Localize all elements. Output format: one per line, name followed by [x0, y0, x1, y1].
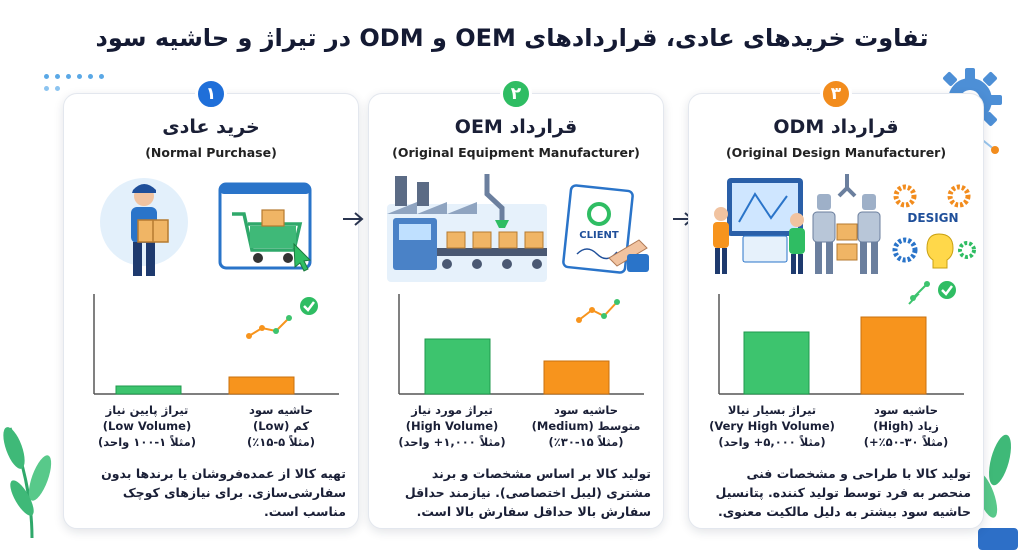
- panel-subtitle: (Original Equipment Manufacturer): [392, 145, 640, 160]
- volume-label: تیراژ پایین نیاز (Low Volume) (مثلاً ۱-۱…: [98, 403, 196, 449]
- trend-line-icon: [908, 294, 920, 305]
- design-screen-icon: DESIGN: [713, 174, 976, 274]
- check-icon: [300, 297, 318, 315]
- volume-margin-chart: [93, 294, 339, 395]
- trend-line-icon: [578, 301, 618, 321]
- worker-with-box-icon: [100, 178, 312, 276]
- trend-line-icon: [248, 317, 290, 337]
- panel-description: تولید کالا با طراحی و مشخصات فنی منحصر ب…: [715, 466, 971, 519]
- bar-volume: [115, 385, 182, 395]
- panel-normal-purchase: ۱ خرید عادی (Normal Purchase) تیراژ: [63, 78, 359, 529]
- panel-title: قرارداد ODM: [773, 116, 899, 138]
- arrow-right-icon: [343, 212, 364, 226]
- step-badge-2: ۲: [500, 78, 532, 110]
- panel-title: خرید عادی: [162, 116, 260, 138]
- growth-check-icon: [910, 281, 956, 301]
- plant-left-icon: [3, 427, 52, 538]
- volume-label: تیراژ بسیار نیالا (Very High Volume) (مث…: [709, 403, 835, 449]
- svg-text:CLIENT: CLIENT: [579, 230, 619, 241]
- bar-margin: [543, 360, 610, 395]
- svg-text:DESIGN: DESIGN: [907, 211, 958, 225]
- panel-description: تولید کالا بر اساس مشخصات و برند مشتری (…: [404, 466, 651, 519]
- margin-label: حاشیه سود زیاد (High) (مثلاً ۳۰-۵۰٪+): [863, 403, 949, 449]
- step-badge-1: ۱: [195, 78, 227, 110]
- volume-label: تیراژ مورد نیاز (High Volume) (مثلاً ۱,۰…: [398, 403, 506, 449]
- bar-margin: [228, 376, 295, 395]
- bar-margin: [860, 316, 927, 395]
- volume-margin-chart: [718, 294, 964, 395]
- panel-oem-contract: ۲ قرارداد OEM (Original Equipment Manufa…: [368, 78, 664, 529]
- margin-label: حاشیه سود کم (Low) (مثلاً ۵-۱۵٪): [247, 403, 315, 449]
- main-title: تفاوت خریدهای عادی، قراردادهای OEM و ODM…: [95, 24, 929, 52]
- panel-title: قرارداد OEM: [454, 116, 578, 138]
- panel-subtitle: (Normal Purchase): [145, 145, 277, 160]
- decorative-dots: [44, 74, 114, 104]
- panel-subtitle: (Original Design Manufacturer): [725, 145, 947, 160]
- volume-margin-chart: [398, 294, 644, 395]
- margin-label: حاشیه سود متوسط (Medium) (مثلاً ۱۵-۳۰٪): [531, 403, 641, 449]
- panel-description: تهیه کالا از عمده‌فروشان یا برندها بدون …: [101, 466, 346, 519]
- panel-odm-contract: ۳ قرارداد ODM (Original Design Manufactu…: [688, 78, 984, 529]
- step-badge-3: ۳: [820, 78, 852, 110]
- bar-volume: [424, 338, 491, 395]
- bar-volume: [743, 331, 810, 395]
- factory-conveyor-icon: CLIENT: [387, 174, 649, 282]
